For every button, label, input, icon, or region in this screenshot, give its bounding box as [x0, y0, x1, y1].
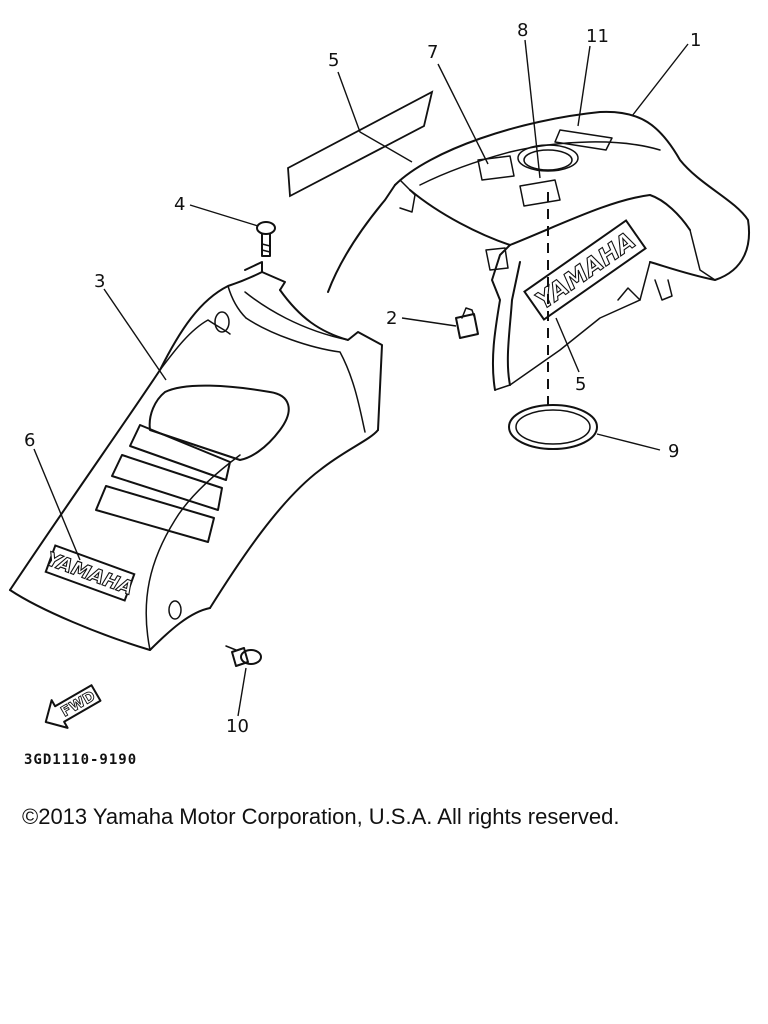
callout-7: 7: [427, 42, 438, 63]
rear-fender-cover: [9, 261, 383, 651]
callout-11: 11: [586, 26, 609, 47]
nut: [455, 307, 479, 339]
callout-5-top: 5: [328, 50, 339, 71]
callout-2: 2: [386, 308, 397, 329]
fuel-tank-cover: [327, 110, 750, 391]
leader-lines: [33, 39, 689, 717]
callout-numbers: 1 11 8 7 5 4 3 2 5 9 6 10: [24, 20, 701, 737]
callout-10: 10: [226, 716, 249, 737]
callout-1: 1: [690, 30, 701, 51]
exploded-view-drawing: YAMAHA: [9, 20, 750, 737]
callout-8: 8: [517, 20, 528, 41]
side-stripe-decal: [287, 90, 434, 198]
callout-6: 6: [24, 430, 35, 451]
diagram-code: 3GD1110-9190: [24, 752, 138, 768]
copyright-notice: ©2013 Yamaha Motor Corporation, U.S.A. A…: [22, 804, 620, 829]
forward-arrow-icon: FWD: [44, 684, 102, 729]
callout-4: 4: [174, 194, 185, 215]
callout-5-bottom: 5: [575, 374, 586, 395]
screw-top: [256, 221, 276, 257]
filler-ring: [508, 404, 598, 450]
bolt-bottom: [225, 645, 262, 667]
rear-yamaha-decal: YAMAHA: [43, 544, 137, 602]
callout-9: 9: [668, 441, 679, 462]
callout-3: 3: [94, 271, 105, 292]
tank-yamaha-decal: YAMAHA: [523, 219, 647, 321]
parts-diagram: YAMAHA: [9, 20, 750, 768]
